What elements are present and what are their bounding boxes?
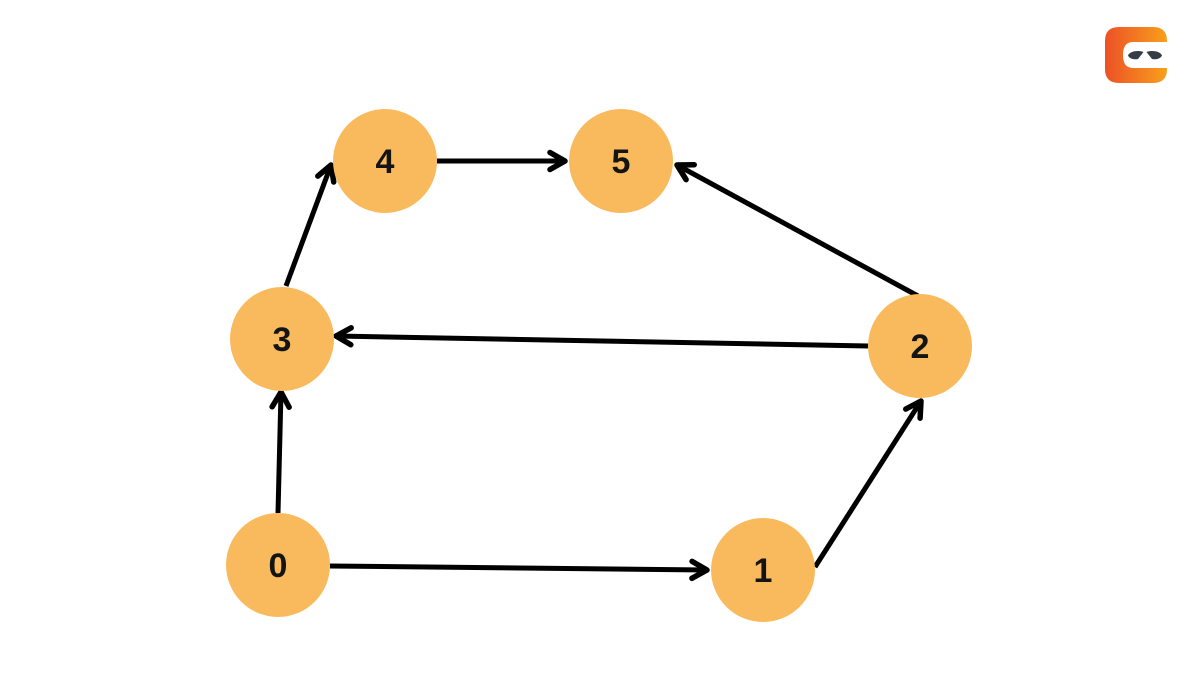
- graph-node-2: 2: [868, 294, 972, 398]
- edge-3-4: [283, 162, 337, 287]
- logo-c-shape: [1105, 27, 1167, 83]
- edge-2-3: [333, 325, 869, 349]
- node-label-2: 2: [911, 328, 930, 366]
- edge-0-1: [329, 558, 710, 582]
- edge-0-3: [269, 389, 292, 514]
- logo-right-eye-icon: [1146, 51, 1162, 60]
- graph-node-0: 0: [226, 513, 330, 617]
- edge-1-2: [812, 398, 924, 569]
- edges-layer: [269, 149, 924, 582]
- node-circle-2: [868, 294, 972, 398]
- node-circle-1: [711, 518, 815, 622]
- logo-left-eye-icon: [1128, 51, 1144, 60]
- coding-ninjas-logo: [1105, 27, 1167, 83]
- node-label-4: 4: [376, 143, 395, 181]
- node-circle-0: [226, 513, 330, 617]
- node-circle-3: [230, 287, 334, 391]
- graph-node-5: 5: [569, 109, 673, 213]
- node-label-3: 3: [273, 321, 292, 359]
- node-label-5: 5: [612, 143, 631, 181]
- graph-node-3: 3: [230, 287, 334, 391]
- node-circle-5: [569, 109, 673, 213]
- node-circle-4: [333, 109, 437, 213]
- graph-node-1: 1: [711, 518, 815, 622]
- nodes-layer: 0 1 2 3 4 5: [226, 109, 972, 622]
- graph-node-4: 4: [333, 109, 437, 213]
- node-label-1: 1: [754, 552, 773, 590]
- node-label-0: 0: [269, 547, 288, 585]
- edge-2-5: [674, 161, 920, 299]
